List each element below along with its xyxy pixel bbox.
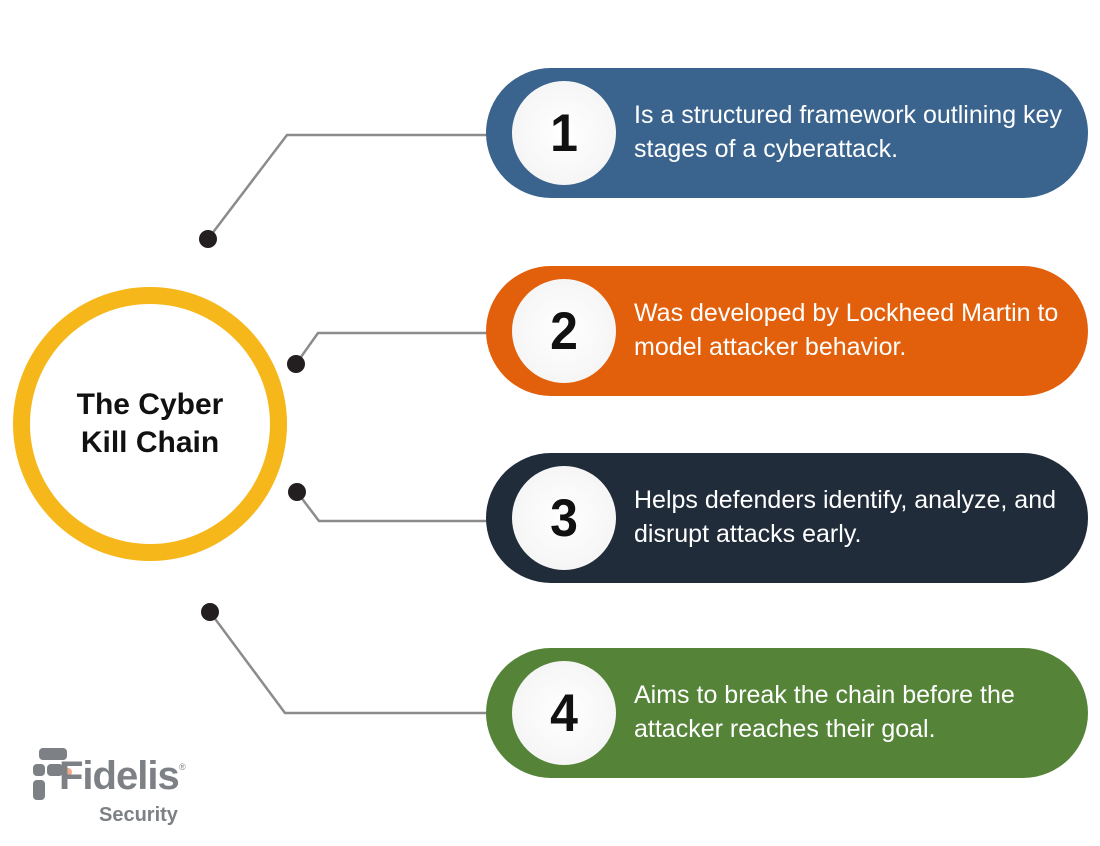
hub-circle: The Cyber Kill Chain: [13, 287, 287, 561]
step-2-pill: 2 Was developed by Lockheed Martin to mo…: [486, 266, 1088, 396]
hub-inner: The Cyber Kill Chain: [30, 304, 270, 544]
step-4-pill: 4 Aims to break the chain before the att…: [486, 648, 1088, 778]
logo-wordmark: Fidelis: [59, 754, 180, 798]
step-2-number-badge: 2: [512, 279, 616, 383]
connector-dot-4: [201, 603, 219, 621]
fidelis-logo: Fidelis ® Security: [33, 748, 203, 828]
step-2-text: Was developed by Lockheed Martin to mode…: [634, 299, 1059, 361]
hub-title: The Cyber Kill Chain: [76, 388, 224, 459]
step-3-text: Helps defenders identify, analyze, and d…: [634, 486, 1057, 548]
registered-mark: ®: [179, 762, 186, 772]
step-1-number-badge: 1: [512, 81, 616, 185]
fidelis-f-mark-icon: [33, 748, 72, 800]
connector-dot-1: [199, 230, 217, 248]
step-4-text: Aims to break the chain before the attac…: [634, 681, 1015, 743]
logo-subtitle: Security: [99, 804, 178, 826]
step-4-number-badge: 4: [512, 661, 616, 765]
step-3-number-badge: 3: [512, 466, 616, 570]
step-3-pill: 3 Helps defenders identify, analyze, and…: [486, 453, 1088, 583]
connector-dot-2: [287, 355, 305, 373]
step-1-pill: 1 Is a structured framework outlining ke…: [486, 68, 1088, 198]
step-1-text: Is a structured framework outlining key …: [634, 101, 1062, 163]
connector-dot-3: [288, 483, 306, 501]
